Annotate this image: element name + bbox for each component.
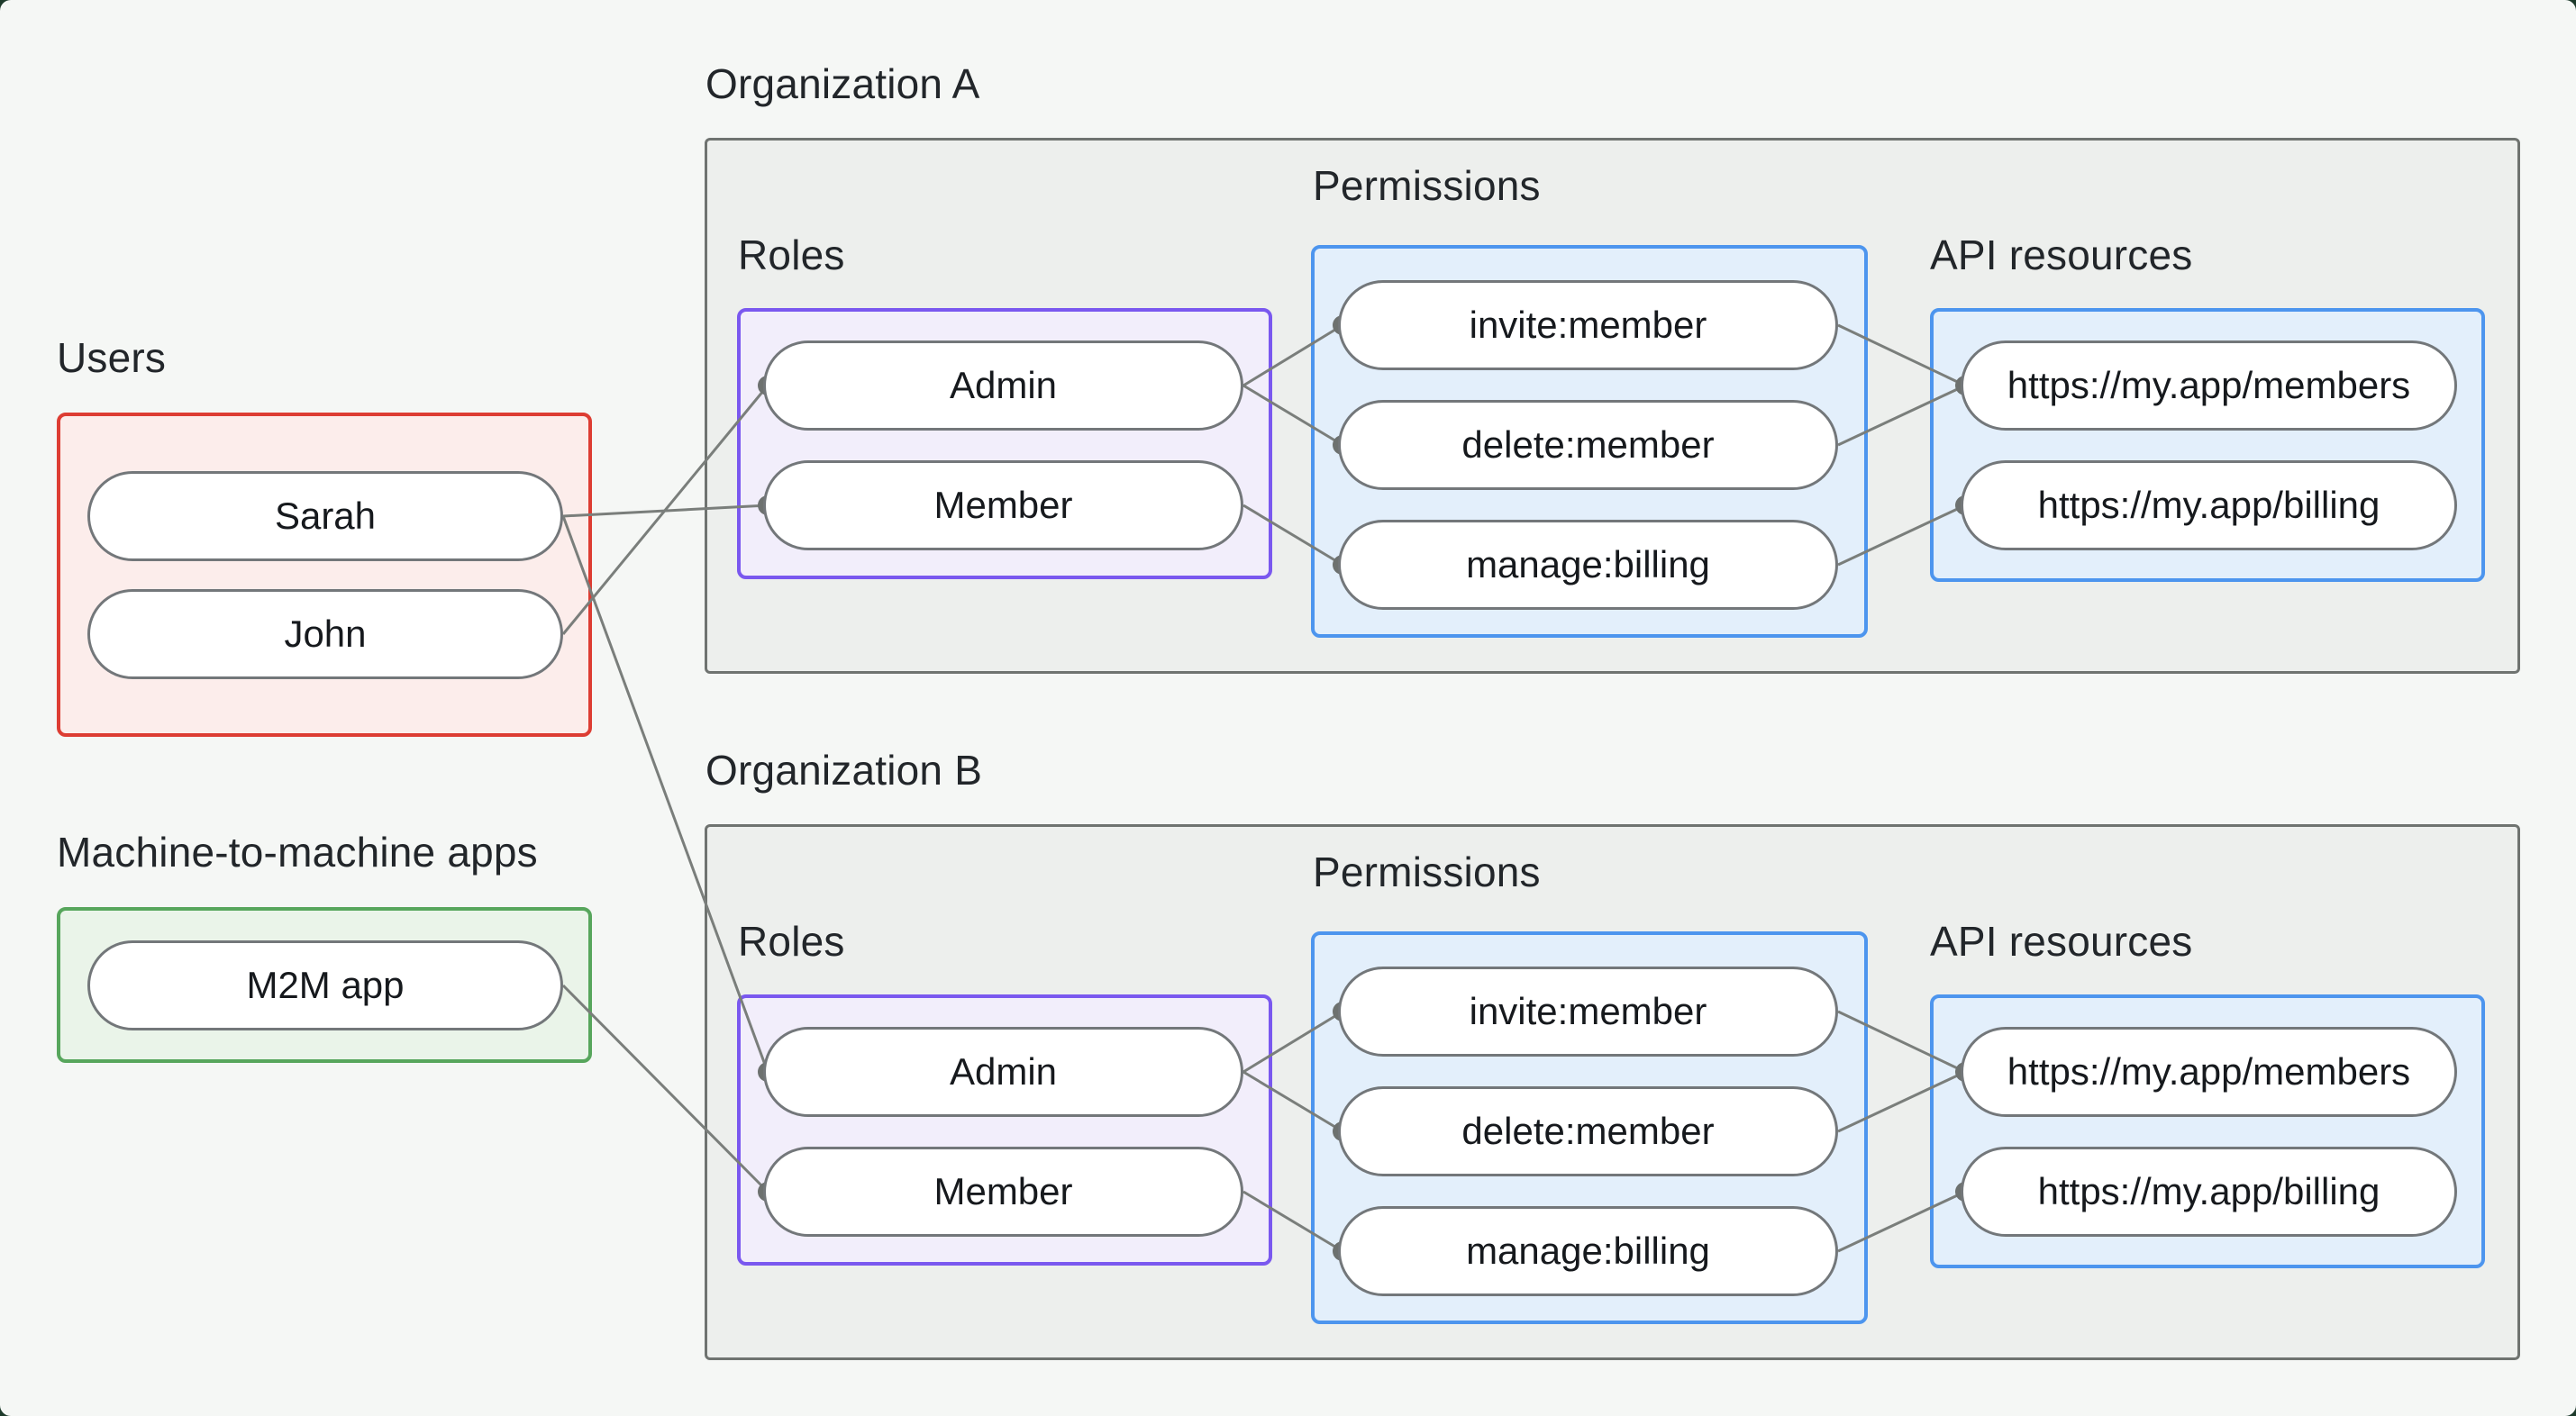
org-a-permission-delete-member: delete:member bbox=[1338, 400, 1838, 490]
org-b-permission-invite-member: invite:member bbox=[1338, 967, 1838, 1057]
users-group-box bbox=[57, 413, 592, 737]
users-section-label: Users bbox=[57, 334, 167, 381]
org-a-api-members: https://my.app/members bbox=[1961, 340, 2457, 431]
edge-orgb-admin-to-delete bbox=[1242, 1070, 1343, 1133]
org-a-role-member: Member bbox=[763, 460, 1243, 550]
edge-orgb-manage-to-billing-api bbox=[1837, 1190, 1966, 1253]
edge-m2m-to-orgb-member bbox=[561, 984, 769, 1194]
edge-orga-invite-to-members-api bbox=[1837, 323, 1966, 387]
m2m-section-label: Machine-to-machine apps bbox=[57, 829, 538, 876]
org-b-permission-manage-billing: manage:billing bbox=[1338, 1206, 1838, 1296]
org-b-role-member: Member bbox=[763, 1147, 1243, 1237]
edge-orgb-admin-to-invite bbox=[1242, 1010, 1343, 1074]
org-b-roles-label: Roles bbox=[738, 918, 845, 965]
org-a-roles-label: Roles bbox=[738, 231, 845, 278]
edge-orgb-invite-to-members-api bbox=[1837, 1010, 1966, 1074]
edge-orga-admin-to-invite bbox=[1242, 323, 1343, 387]
org-b-api-members: https://my.app/members bbox=[1961, 1027, 2457, 1117]
edge-sarah-to-orgb-admin bbox=[561, 515, 769, 1073]
org-b-permissions-label: Permissions bbox=[1313, 849, 1541, 895]
org-a-api-label: API resources bbox=[1930, 231, 2193, 278]
org-b-permission-delete-member: delete:member bbox=[1338, 1086, 1838, 1176]
edge-orga-member-to-manage bbox=[1242, 504, 1343, 567]
org-b-api-label: API resources bbox=[1930, 918, 2193, 965]
org-b-api-billing: https://my.app/billing bbox=[1961, 1147, 2457, 1237]
edge-orga-delete-to-members-api bbox=[1837, 384, 1966, 447]
edge-orgb-member-to-manage bbox=[1242, 1190, 1343, 1253]
org-a-permission-manage-billing: manage:billing bbox=[1338, 520, 1838, 610]
org-a-role-admin: Admin bbox=[763, 340, 1243, 431]
org-a-permissions-label: Permissions bbox=[1313, 162, 1541, 209]
org-b-title: Organization B bbox=[705, 747, 983, 794]
m2m-app-node: M2M app bbox=[87, 940, 563, 1030]
org-a-title: Organization A bbox=[705, 60, 980, 107]
edge-orga-manage-to-billing-api bbox=[1837, 504, 1966, 567]
edge-orga-admin-to-delete bbox=[1242, 384, 1343, 447]
edge-john-to-orga-admin bbox=[561, 385, 769, 635]
org-a-permission-invite-member: invite:member bbox=[1338, 280, 1838, 370]
org-a-api-billing: https://my.app/billing bbox=[1961, 460, 2457, 550]
user-node-sarah: Sarah bbox=[87, 471, 563, 561]
user-node-john: John bbox=[87, 589, 563, 679]
edge-orgb-delete-to-members-api bbox=[1837, 1070, 1966, 1133]
org-b-role-admin: Admin bbox=[763, 1027, 1243, 1117]
